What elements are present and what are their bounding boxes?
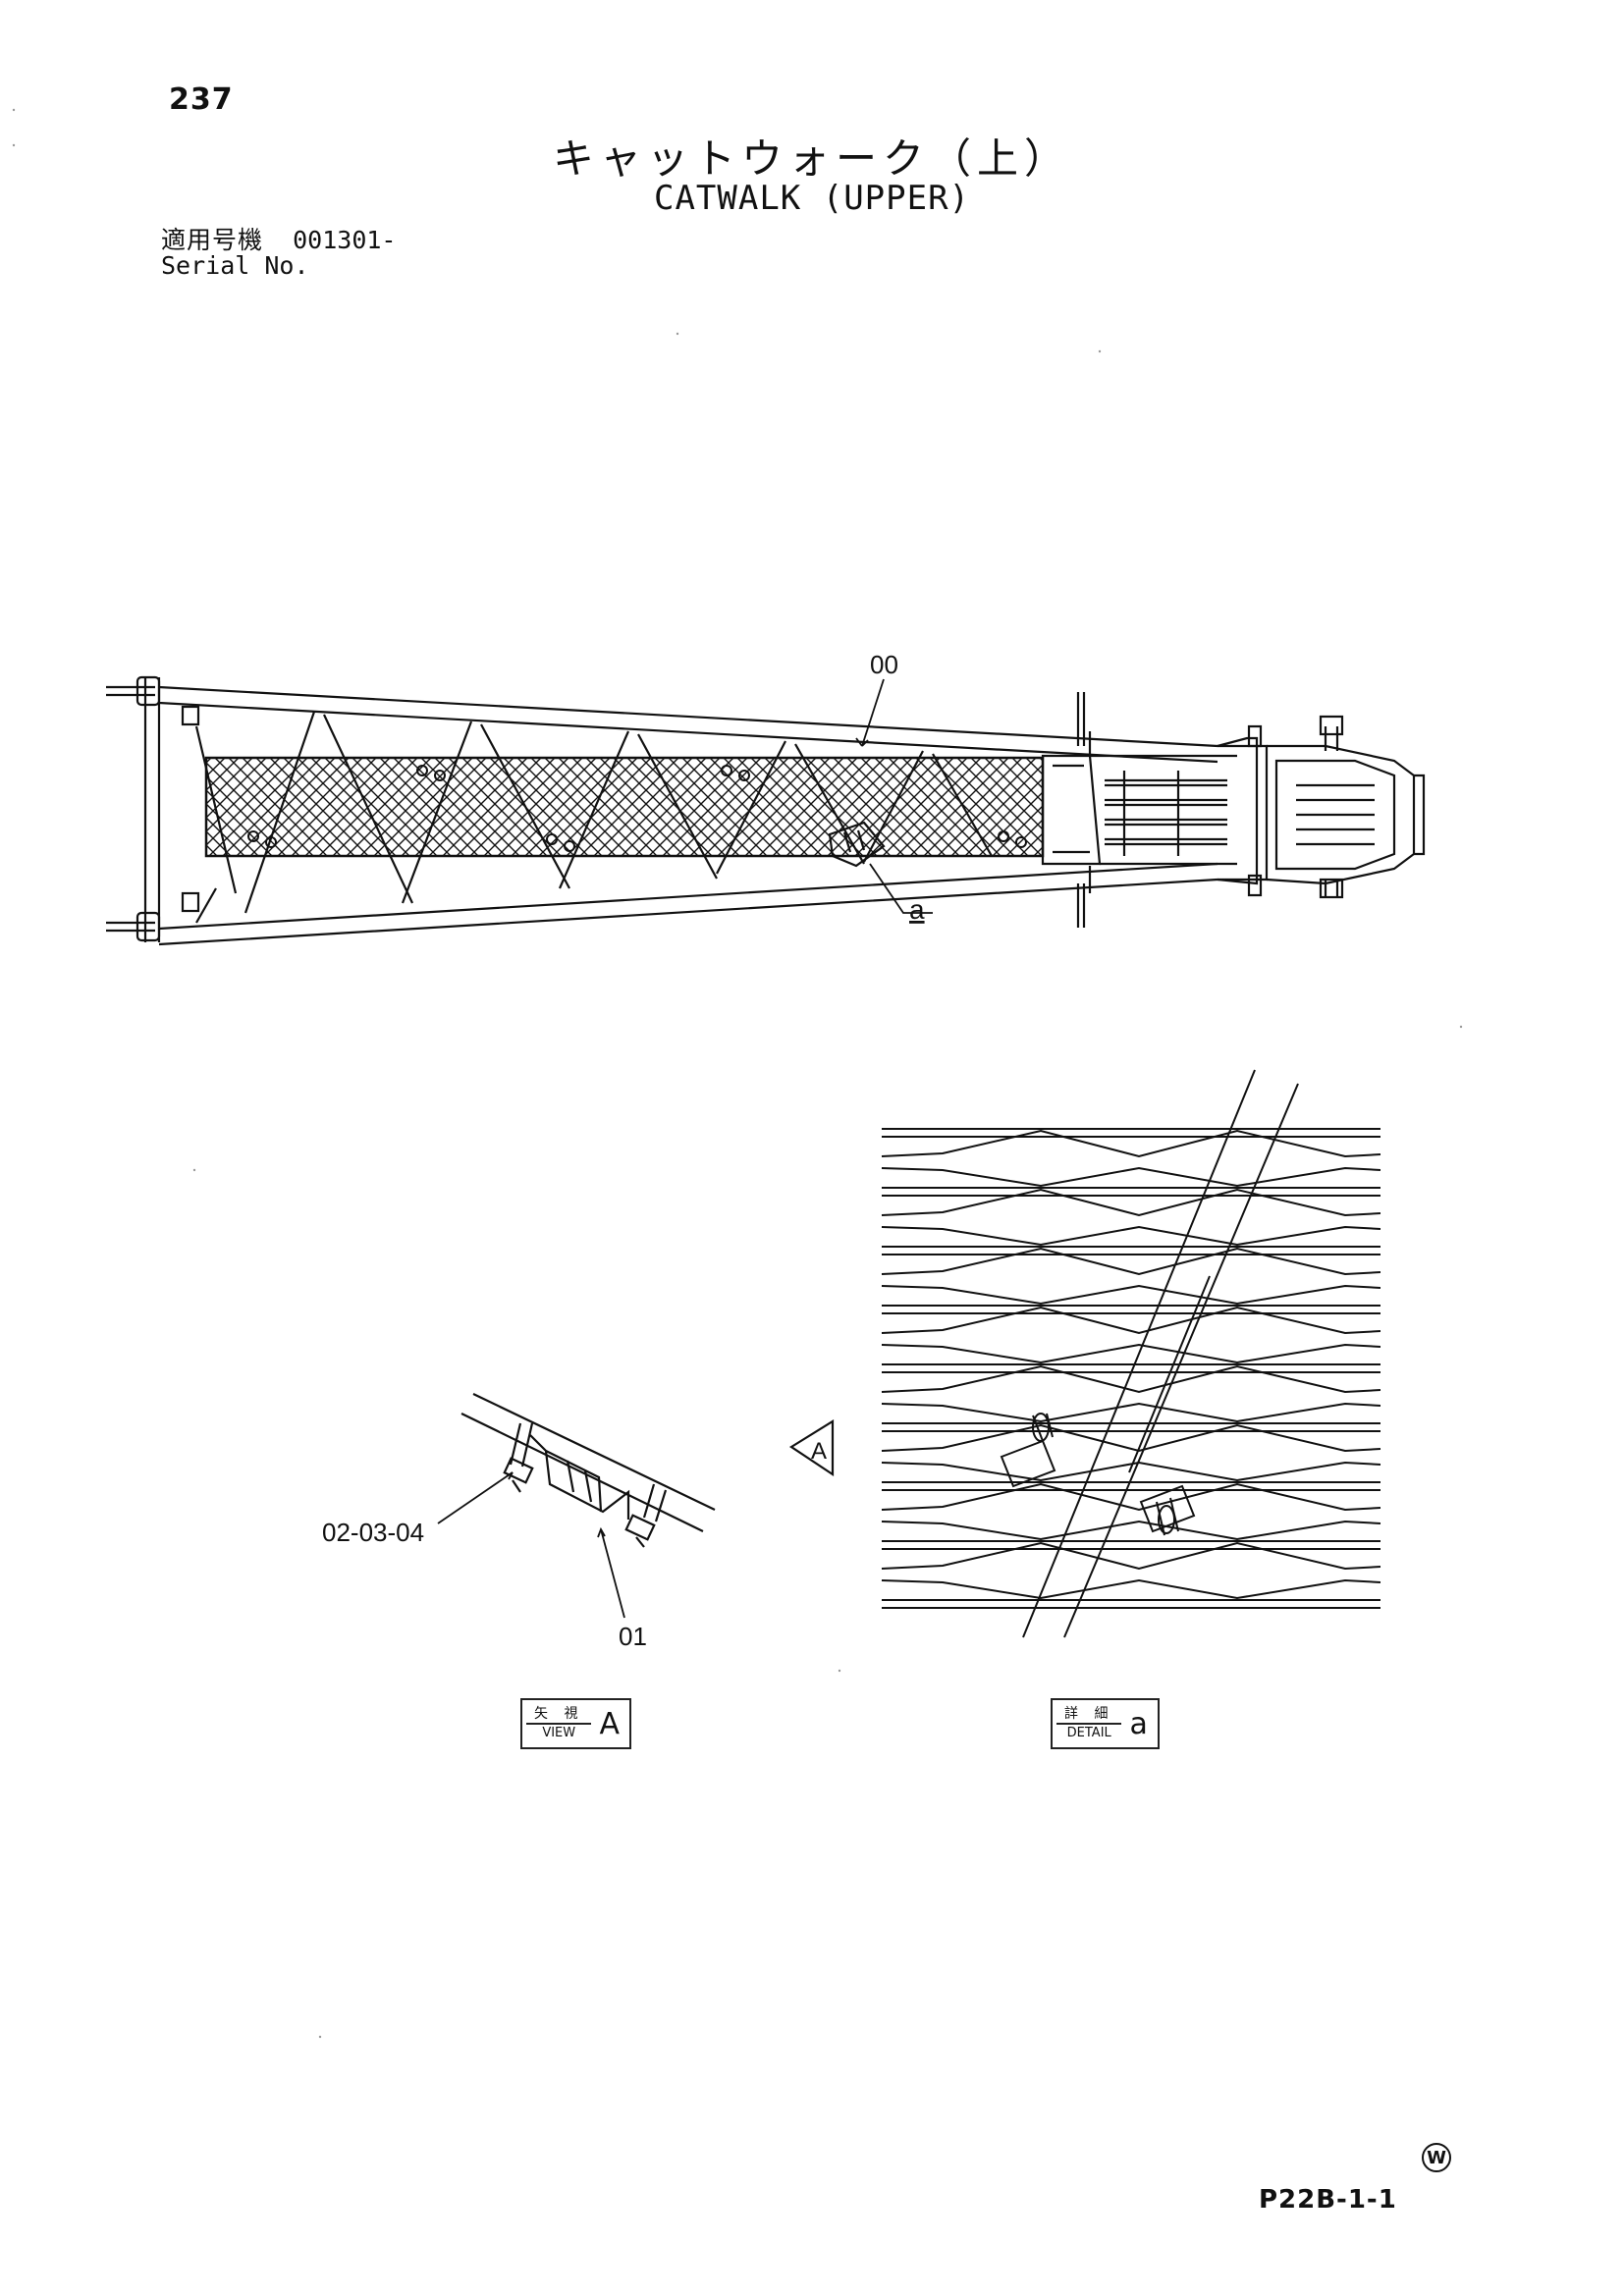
page-title-japanese: キャットウォーク（上） [552,134,1071,183]
detail-a-drawing [881,1069,1381,1638]
drawing-code: P22B-1-1 [1259,2185,1397,2215]
view-a-drawing [460,1393,716,1548]
view-label-stack: 矢 視 VIEW [522,1705,595,1742]
serial-number-block: 適用号機 001301- Serial No. [161,228,396,279]
page-title-english: CATWALK (UPPER) [653,179,971,218]
w-mark-icon: W [1422,2143,1451,2172]
detail-label-letter: a [1129,1706,1148,1741]
catwalk-mesh [204,756,1045,858]
serial-label-english: Serial No. [161,251,309,280]
view-a-label-box: 矢 視 VIEW A [520,1698,631,1749]
leader-lines [855,678,933,914]
view-label-letter: A [599,1706,620,1741]
detail-a-bracket [828,821,886,868]
serial-value: 001301- [293,226,397,254]
view-label-english: VIEW [542,1726,576,1740]
callout-detail-a: a [909,894,925,925]
boom-head [1041,692,1426,928]
detail-label-english: DETAIL [1066,1726,1111,1740]
serial-label-japanese: 適用号機 [161,226,264,254]
detail-label-stack: 詳 細 DETAIL [1053,1705,1125,1742]
callout-02-03-04: 02-03-04 [322,1518,424,1547]
detail-a-label-box: 詳 細 DETAIL a [1051,1698,1160,1749]
callout-01: 01 [619,1622,647,1651]
detail-label-japanese: 詳 細 [1056,1705,1122,1725]
page-number: 237 [169,82,234,117]
scan-specks [12,108,1463,2039]
view-label-japanese: 矢 視 [526,1705,592,1725]
view-arrow-letter: A [811,1438,827,1465]
catwalk-fasteners [247,765,1027,852]
callout-00: 00 [870,650,898,679]
view-a-leaders [437,1471,625,1619]
view-a-arrow [788,1419,835,1477]
